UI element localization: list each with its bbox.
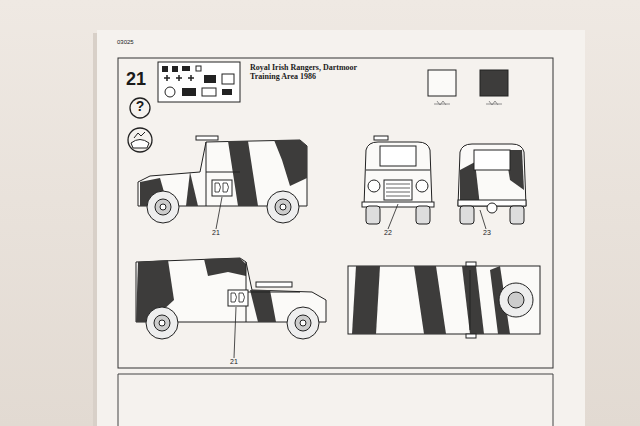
callout-number: 21 xyxy=(223,358,245,366)
vehicle-top-view xyxy=(348,262,540,338)
step-frame xyxy=(118,58,553,368)
swatch-code-mark xyxy=(486,101,502,105)
vehicle-side-view xyxy=(138,136,307,223)
decal-sheet xyxy=(158,62,240,102)
vehicle-rear-view xyxy=(458,144,526,224)
white-swatch xyxy=(428,70,456,96)
swatch-code-mark xyxy=(434,101,450,105)
help-icon xyxy=(130,98,150,118)
scheme-title: Royal Irish Rangers, Dartmoor Training A… xyxy=(250,64,372,82)
step-number: 21 xyxy=(126,70,146,90)
part-number: 03025 xyxy=(117,39,134,46)
help-mark: ? xyxy=(130,99,150,114)
black-swatch xyxy=(480,70,508,96)
vehicle-front-view xyxy=(362,136,434,224)
leader-line xyxy=(216,197,222,229)
next-step-frame xyxy=(118,374,553,375)
callout-number: 22 xyxy=(377,229,399,237)
leader-line xyxy=(234,307,236,358)
vehicle-side-view xyxy=(136,258,326,339)
leader-line xyxy=(480,210,486,229)
paper-sheet xyxy=(97,30,585,426)
decal-water-icon xyxy=(128,128,152,152)
callout-number: 23 xyxy=(476,229,498,237)
callout-number: 21 xyxy=(205,229,227,237)
leader-line xyxy=(388,204,398,229)
next-step-frame xyxy=(118,374,119,426)
next-step-frame xyxy=(553,374,554,426)
